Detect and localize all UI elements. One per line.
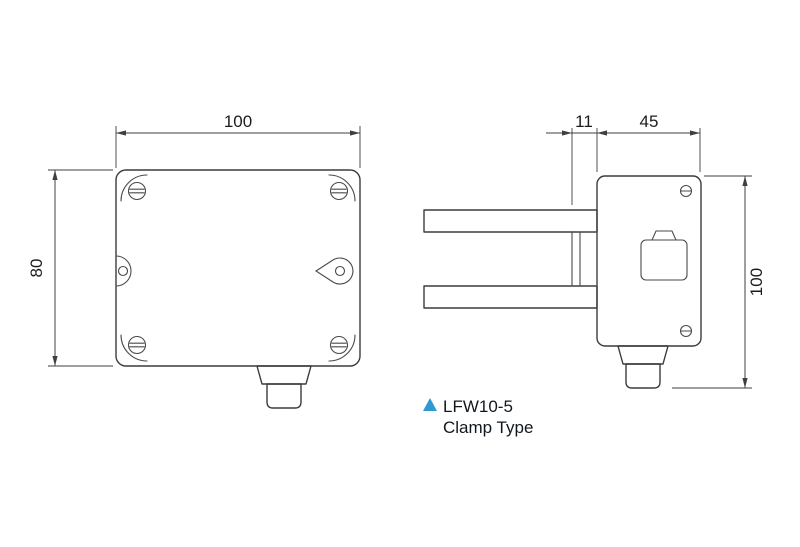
arrowhead xyxy=(690,130,700,136)
model-label: LFW10-5 xyxy=(443,397,513,416)
variant-label: Clamp Type xyxy=(443,418,533,437)
cable-gland-front xyxy=(256,365,312,409)
arrowhead xyxy=(116,130,126,136)
arrowhead xyxy=(562,130,572,136)
caption: LFW10-5 Clamp Type xyxy=(423,397,533,437)
mounting-ear-center xyxy=(314,257,354,285)
front-view xyxy=(115,169,361,409)
side-offset-value: 11 xyxy=(575,112,593,131)
screw-icon xyxy=(679,324,693,338)
triangle-marker-icon xyxy=(423,398,437,411)
front-enclosure-outline xyxy=(115,169,361,367)
front-width-value: 100 xyxy=(224,112,252,131)
screw-icon xyxy=(679,184,693,198)
arrowhead xyxy=(742,378,748,388)
screw-icon xyxy=(127,335,147,355)
side-depth-value: 45 xyxy=(640,112,659,131)
side-height-value: 100 xyxy=(747,268,766,296)
front-corner-arc-bottom-left xyxy=(120,334,148,362)
screw-icon xyxy=(329,181,349,201)
side-dim-top: 11 45 xyxy=(546,112,701,205)
side-dim-height: 100 xyxy=(672,175,766,389)
latch-detail xyxy=(640,230,688,281)
arrowhead xyxy=(597,130,607,136)
arrowhead xyxy=(742,176,748,186)
screw-icon xyxy=(127,181,147,201)
screw-icon xyxy=(329,335,349,355)
cable-gland-side xyxy=(617,345,669,389)
clamp-plate-top xyxy=(423,209,598,233)
arrowhead xyxy=(52,170,58,180)
arrowhead xyxy=(52,356,58,366)
front-corner-arc-top-right xyxy=(328,174,356,202)
front-dim-height: 80 xyxy=(27,169,113,367)
front-height-value: 80 xyxy=(27,259,46,278)
mounting-ear-left xyxy=(115,255,132,287)
arrowhead xyxy=(350,130,360,136)
clamp-plate-bottom xyxy=(423,285,598,309)
front-dim-width: 100 xyxy=(115,112,361,168)
front-corner-arc-top-left xyxy=(120,174,148,202)
front-corner-arc-bottom-right xyxy=(328,334,356,362)
clamp-bracket xyxy=(571,231,598,287)
side-view xyxy=(423,175,702,389)
